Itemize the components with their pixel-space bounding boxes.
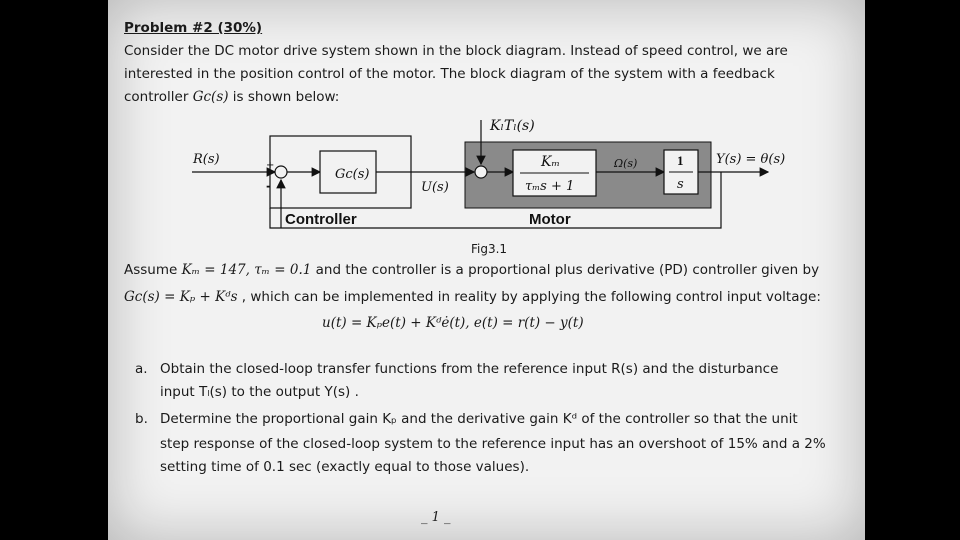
input-label: R(s) — [192, 152, 220, 167]
control-signal-label: U(s) — [421, 180, 449, 195]
feedback-path — [269, 172, 722, 229]
plant-denominator: τₘs + 1 — [525, 179, 574, 194]
sum1-plus: + — [266, 160, 274, 171]
integrator-numerator: 1 — [677, 153, 684, 168]
item-a-line-1: Obtain the closed-loop transfer function… — [160, 361, 779, 377]
intro-line-3-post: is shown below: — [228, 89, 340, 105]
controller-block — [319, 150, 377, 194]
integrator-denominator: s — [677, 177, 684, 192]
assume-line-1-pre: Assume — [124, 262, 182, 278]
controller-block-label: Gс(s) — [335, 167, 369, 182]
assume-line-2-math: Gс(s) = Kₚ + Kᵈs — [124, 289, 238, 305]
disturbance-label: KₗTₗ(s) — [489, 118, 535, 134]
intro-line-3: controller Gс(s) is shown below: — [124, 89, 339, 105]
item-a-marker: a. — [135, 361, 148, 377]
document-page — [108, 0, 865, 540]
sum1-minus: - — [266, 179, 271, 193]
item-b-marker: b. — [135, 411, 148, 427]
summing-junction-1 — [274, 165, 288, 179]
assume-line-1-post: and the controller is a proportional plu… — [311, 262, 820, 278]
intro-line-1: Consider the DC motor drive system shown… — [124, 43, 788, 59]
assume-line-2-post: , which can be implemented in reality by… — [237, 289, 821, 305]
problem-title: Problem #2 (30%) — [124, 20, 263, 36]
controller-label: Controller — [285, 211, 357, 228]
control-equation: u(t) = Kₚe(t) + Kᵈė(t), e(t) = r(t) − y(… — [322, 315, 584, 331]
assume-line-2: Gс(s) = Kₚ + Kᵈs , which can be implemen… — [124, 289, 821, 305]
speed-label: Ω(s) — [613, 157, 637, 170]
intro-line-3-math: Gс(s) — [192, 89, 229, 105]
summing-junction-2 — [474, 165, 488, 179]
figure-caption: Fig3.1 — [471, 242, 508, 256]
intro-line-3-pre: controller — [124, 89, 193, 105]
plant-numerator: Kₘ — [540, 154, 560, 170]
motor-label: Motor — [529, 211, 571, 228]
item-b-line-3: setting time of 0.1 sec (exactly equal t… — [160, 459, 530, 475]
item-a-line-2: input Tₗ(s) to the output Y(s) . — [160, 384, 359, 400]
assume-line-1-math: Kₘ = 147, τₘ = 0.1 — [181, 262, 312, 278]
assume-line-1: Assume Kₘ = 147, τₘ = 0.1 and the contro… — [124, 262, 819, 278]
output-label: Y(s) = θ(s) — [716, 152, 785, 167]
item-b-line-1: Determine the proportional gain Kₚ and t… — [160, 411, 798, 427]
intro-line-2: interested in the position control of th… — [124, 66, 775, 82]
item-b-line-2: step response of the closed-loop system … — [160, 436, 826, 452]
page-number: _ 1 _ — [421, 510, 451, 525]
